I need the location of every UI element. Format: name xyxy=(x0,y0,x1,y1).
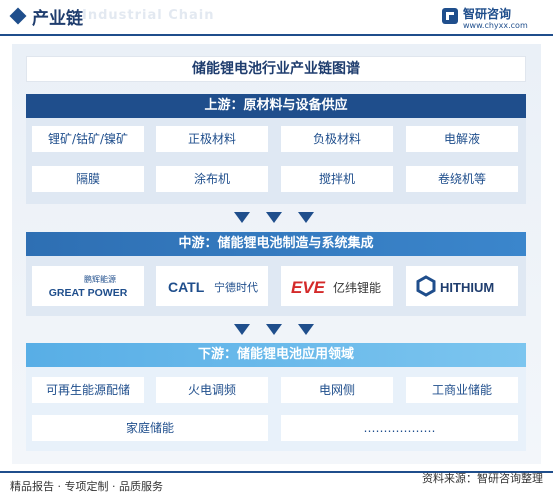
upstream-item: 正极材料 xyxy=(156,126,268,152)
upstream-item: 卷绕机等 xyxy=(406,166,518,192)
page-title: 产业链 xyxy=(32,9,83,29)
header-divider xyxy=(0,34,553,36)
upstream-item: 搅拌机 xyxy=(281,166,393,192)
brand-logo-eve: EVE 亿纬锂能 xyxy=(281,266,393,306)
midstream-section: 中游：储能锂电池制造与系统集成 鹏辉能源 GREAT POWER CATL 宁德… xyxy=(26,232,526,316)
downstream-item: 电网侧 xyxy=(281,377,393,403)
downstream-item: 可再生能源配储 xyxy=(32,377,144,403)
upstream-section: 上游：原材料与设备供应 锂矿/钴矿/镍矿 正极材料 负极材料 电解液 隔膜 涂布… xyxy=(26,94,526,204)
flow-arrows xyxy=(0,324,553,338)
diagram-title: 储能锂电池行业产业链图谱 xyxy=(26,56,526,82)
downstream-body: 可再生能源配储 火电调频 电网侧 工商业储能 家庭储能 ……………… xyxy=(26,367,526,451)
footer-slogan: 精品报告 · 专项定制 · 品质服务 xyxy=(10,480,163,493)
logo-url: www.chyxx.com xyxy=(463,21,528,30)
down-arrow-icon xyxy=(266,324,282,335)
logo-name: 智研咨询 xyxy=(463,7,512,21)
midstream-heading: 中游：储能锂电池制造与系统集成 xyxy=(26,232,526,256)
footer-divider xyxy=(0,471,553,473)
upstream-body: 锂矿/钴矿/镍矿 正极材料 负极材料 电解液 隔膜 涂布机 搅拌机 卷绕机等 xyxy=(26,118,526,204)
down-arrow-icon xyxy=(266,212,282,223)
diamond-icon xyxy=(9,7,27,25)
upstream-item: 隔膜 xyxy=(32,166,144,192)
upstream-item: 锂矿/钴矿/镍矿 xyxy=(32,126,144,152)
upstream-heading: 上游：原材料与设备供应 xyxy=(26,94,526,118)
flow-arrows xyxy=(0,212,553,226)
brand-cn-text: 鹏辉能源 xyxy=(84,274,116,284)
down-arrow-icon xyxy=(298,212,314,223)
brand-en-text: CATL xyxy=(168,279,205,295)
downstream-item: ……………… xyxy=(281,415,518,441)
footer-source: 资料来源：智研咨询整理 xyxy=(422,472,543,485)
brand-cn-text: 亿纬锂能 xyxy=(333,280,381,295)
down-arrow-icon xyxy=(298,324,314,335)
down-arrow-icon xyxy=(234,324,250,335)
upstream-item: 负极材料 xyxy=(281,126,393,152)
brand-cn-text: 宁德时代 xyxy=(214,280,258,294)
hexagon-icon xyxy=(416,275,436,297)
header: 产业链 Industrial Chain 智研咨询 www.chyxx.com xyxy=(0,0,553,36)
downstream-item: 工商业储能 xyxy=(406,377,518,403)
down-arrow-icon xyxy=(234,212,250,223)
brand-logo-hithium: HITHIUM xyxy=(406,266,518,306)
company-logo: 智研咨询 www.chyxx.com xyxy=(441,5,543,33)
brand-en-text: EVE xyxy=(291,278,326,297)
brand-en-text: GREAT POWER xyxy=(49,287,128,299)
upstream-item: 电解液 xyxy=(406,126,518,152)
downstream-item: 家庭储能 xyxy=(32,415,268,441)
downstream-heading: 下游：储能锂电池应用领域 xyxy=(26,343,526,367)
watermark-text: Industrial Chain xyxy=(82,8,215,23)
downstream-section: 下游：储能锂电池应用领域 可再生能源配储 火电调频 电网侧 工商业储能 家庭储能… xyxy=(26,343,526,451)
brand-en-text: HITHIUM xyxy=(440,280,494,295)
brand-logo-catl: CATL 宁德时代 xyxy=(156,266,268,306)
brand-logo-great-power: 鹏辉能源 GREAT POWER xyxy=(32,266,144,306)
midstream-body: 鹏辉能源 GREAT POWER CATL 宁德时代 EVE 亿纬锂能 HITH… xyxy=(26,256,526,316)
downstream-item: 火电调频 xyxy=(156,377,268,403)
upstream-item: 涂布机 xyxy=(156,166,268,192)
logo-mark-icon xyxy=(442,8,458,24)
